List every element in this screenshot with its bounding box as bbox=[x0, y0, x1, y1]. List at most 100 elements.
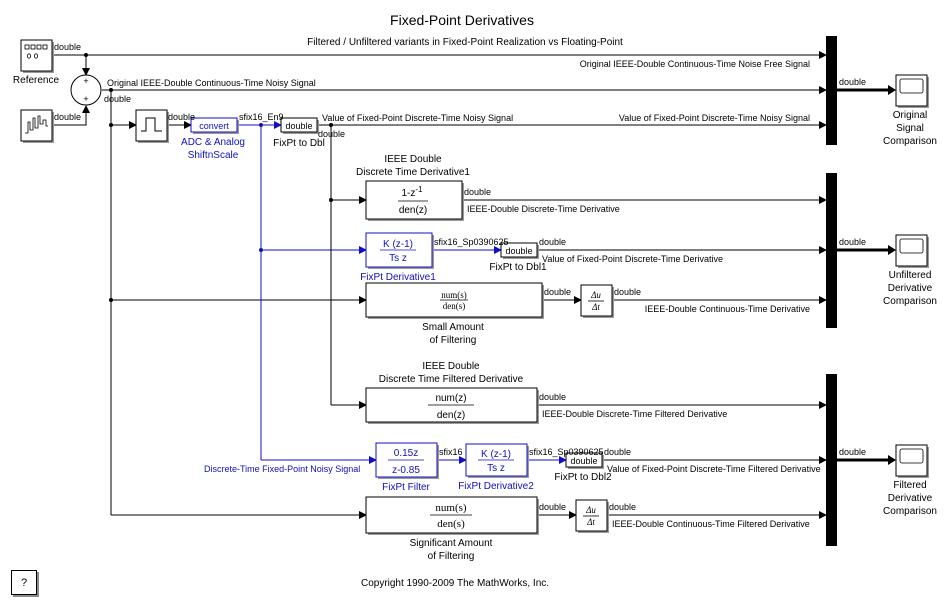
sig-label-fixpt-noisy-right: Value of Fixed-Point Discrete-Time Noisy… bbox=[619, 113, 810, 123]
fixpt-to-dbl1-inner: double bbox=[505, 246, 532, 256]
fixpt-to-dbl-inner: double bbox=[285, 121, 312, 131]
page-title: Fixed-Point Derivatives bbox=[390, 12, 534, 28]
sig-filter-block[interactable]: num(s) den(s) bbox=[365, 496, 539, 535]
ieee-deriv1-den: den(z) bbox=[399, 205, 427, 216]
sig-label-sum-double: double bbox=[104, 94, 131, 104]
sig-label-du1-double: double bbox=[614, 287, 641, 297]
adc-label-1: ADC & Analog bbox=[181, 137, 245, 148]
fixpt-deriv1-num: K (z-1) bbox=[383, 239, 413, 250]
reference-label: Reference bbox=[13, 75, 60, 86]
sig-filter-den: den(s) bbox=[437, 518, 465, 530]
sig-filter-label-1: Significant Amount bbox=[410, 538, 493, 549]
fixpt-deriv1-den: Ts z bbox=[389, 253, 407, 264]
sig-label-small-double: double bbox=[544, 287, 571, 297]
sig-label-fixpt-dt-filt-deriv: Value of Fixed-Point Discrete-Time Filte… bbox=[607, 464, 821, 474]
scope1-label-3: Comparison bbox=[883, 136, 937, 147]
convert-block[interactable]: convert bbox=[190, 117, 239, 134]
derivative-2-dt: Δt bbox=[586, 517, 595, 527]
sig-label-ref-double: double bbox=[54, 42, 81, 52]
derivative-1-du: Δu bbox=[590, 290, 601, 300]
ieee-deriv1-label-2: Discrete Time Derivative1 bbox=[356, 167, 470, 178]
mux-1[interactable] bbox=[826, 36, 837, 145]
sig-label-fixpt-noisy-left: Value of Fixed-Point Discrete-Time Noisy… bbox=[322, 113, 513, 123]
sig-label-dbl-double: double bbox=[318, 129, 345, 139]
sig-label-mux3-double: double bbox=[839, 447, 866, 457]
ieee-filt-deriv-block[interactable]: num(z) den(z) bbox=[365, 387, 539, 424]
mux-3[interactable] bbox=[826, 374, 837, 546]
line-noise bbox=[52, 105, 90, 126]
ieee-deriv1-num: 1-z-1 bbox=[401, 185, 423, 199]
fixpt-to-dbl-label: FixPt to Dbl bbox=[273, 138, 325, 149]
convert-label: convert bbox=[199, 121, 229, 131]
sig-label-orig-noise-free: Original IEEE-Double Continuous-Time Noi… bbox=[580, 59, 810, 69]
sig-label-dbl1-double: double bbox=[539, 237, 566, 247]
scope-unfiltered-derivative[interactable] bbox=[895, 234, 929, 268]
ieee-deriv1-label-1: IEEE Double bbox=[384, 154, 442, 165]
help-button[interactable]: ? bbox=[11, 570, 37, 595]
fixpt-to-dbl1-block[interactable]: double bbox=[500, 242, 539, 259]
small-filter-label-2: of Filtering bbox=[430, 335, 477, 346]
small-filter-block[interactable]: num(s) den(s) bbox=[365, 282, 544, 319]
fixpt-to-dbl2-label: FixPt to Dbl2 bbox=[554, 472, 612, 483]
fixpt-filter-den: z-0.85 bbox=[392, 465, 420, 476]
scope3-label-2: Derivative bbox=[888, 493, 933, 504]
adc-label-2: ShiftnScale bbox=[188, 150, 239, 161]
fixpt-deriv1-label: FixPt Derivative1 bbox=[360, 272, 436, 283]
scope3-label-1: Filtered bbox=[893, 480, 926, 491]
sig-label-du2-double: double bbox=[609, 502, 636, 512]
sig-label-dt-fixpt-noisy: Discrete-Time Fixed-Point Noisy Signal bbox=[204, 464, 360, 474]
sig-label-zoh-double: double bbox=[168, 112, 195, 122]
derivative-block-2[interactable]: Δu Δt bbox=[575, 499, 609, 533]
small-filter-label-1: Small Amount bbox=[422, 322, 484, 333]
ieee-deriv1-block[interactable]: 1-z-1 den(z) bbox=[365, 180, 464, 221]
fixpt-deriv1-block[interactable]: K (z-1) Ts z bbox=[365, 232, 434, 269]
small-filter-den: den(s) bbox=[443, 301, 466, 311]
zoh-block[interactable] bbox=[135, 109, 169, 143]
sig-label-sfix16-sp-2: sfix16_Sp0390625 bbox=[529, 447, 604, 457]
sig-label-filt-double: double bbox=[539, 392, 566, 402]
small-filter-num: num(s) bbox=[441, 290, 467, 300]
ieee-filt-label-2: Discrete Time Filtered Derivative bbox=[379, 374, 524, 385]
noise-source-block[interactable] bbox=[20, 109, 54, 143]
scope2-label-1: Unfiltered bbox=[889, 270, 932, 281]
fixpt-to-dbl2-block[interactable]: double bbox=[565, 452, 604, 469]
sig-label-sig-double: double bbox=[539, 502, 566, 512]
sig-label-sfix16-en9: sfix16_En9 bbox=[239, 112, 284, 122]
fixpt-deriv2-num: K (z-1) bbox=[481, 449, 511, 460]
scope2-label-2: Derivative bbox=[888, 283, 933, 294]
sig-label-mux1-double: double bbox=[839, 77, 866, 87]
ieee-filt-label-1: IEEE Double bbox=[422, 361, 480, 372]
derivative-1-dt: Δt bbox=[591, 302, 600, 312]
scope-filtered-derivative[interactable] bbox=[895, 444, 929, 478]
fixpt-filter-label: FixPt Filter bbox=[382, 482, 430, 493]
sig-label-noise-double: double bbox=[54, 112, 81, 122]
sig-label-ieee-ct-filt-deriv: IEEE-Double Continuous-Time Filtered Der… bbox=[612, 519, 810, 529]
scope-original-signal[interactable] bbox=[895, 74, 929, 108]
sig-label-deriv1-double: double bbox=[464, 187, 491, 197]
scope1-label-2: Signal bbox=[896, 123, 924, 134]
fixpt-to-dbl1-label: FixPt to Dbl1 bbox=[489, 262, 547, 273]
sum-plus-top: + bbox=[83, 76, 88, 86]
mux-2[interactable] bbox=[826, 173, 837, 328]
page-subtitle: Filtered / Unfiltered variants in Fixed-… bbox=[307, 37, 623, 48]
sig-label-dbl2-double: double bbox=[604, 447, 631, 457]
derivative-block-1[interactable]: Δu Δt bbox=[580, 284, 614, 318]
sig-label-ieee-dt-filt-deriv: IEEE-Double Discrete-Time Filtered Deriv… bbox=[542, 409, 727, 419]
sig-label-ieee-ct-deriv: IEEE-Double Continuous-Time Derivative bbox=[645, 304, 810, 314]
sig-label-mux2-double: double bbox=[839, 237, 866, 247]
fixpt-deriv2-den: Ts z bbox=[487, 463, 505, 474]
fixpt-to-dbl2-inner: double bbox=[570, 456, 597, 466]
fixpt-filter-block[interactable]: 0.15z z-0.85 bbox=[375, 442, 439, 479]
copyright: Copyright 1990-2009 The MathWorks, Inc. bbox=[361, 578, 549, 589]
fixpt-to-dbl-block[interactable]: double bbox=[280, 117, 319, 134]
sum-block[interactable]: + + bbox=[70, 74, 102, 106]
fixpt-deriv2-block[interactable]: K (z-1) Ts z bbox=[465, 443, 529, 478]
sig-label-ieee-dt-deriv: IEEE-Double Discrete-Time Derivative bbox=[467, 204, 620, 214]
sig-filter-label-2: of Filtering bbox=[428, 551, 475, 562]
fixpt-deriv2-label: FixPt Derivative2 bbox=[458, 481, 534, 492]
ieee-filt-den: den(z) bbox=[437, 410, 465, 421]
ieee-filt-num: num(z) bbox=[435, 393, 466, 404]
scope2-label-3: Comparison bbox=[883, 296, 937, 307]
reference-block[interactable] bbox=[20, 39, 54, 73]
